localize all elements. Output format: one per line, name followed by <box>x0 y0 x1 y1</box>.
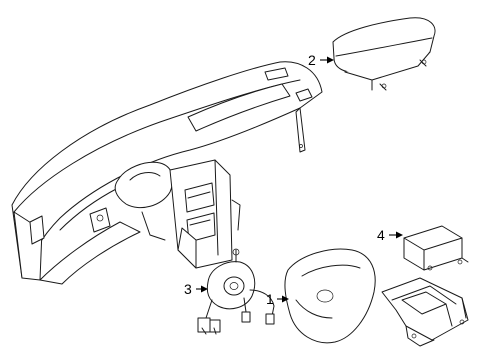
sensor-mounting-bracket <box>381 277 469 347</box>
callout-4-label: 4 <box>377 227 385 243</box>
clock-spring <box>197 248 275 335</box>
airbag-sensor-unit <box>403 225 469 271</box>
callout-1-label: 1 <box>266 291 274 307</box>
callout-3-label: 3 <box>184 281 192 297</box>
passenger-airbag-module <box>332 17 436 91</box>
callout-4: 4 <box>377 227 403 243</box>
callout-2-label: 2 <box>308 52 316 68</box>
callout-1: 1 <box>266 291 289 307</box>
callout-2: 2 <box>308 52 334 68</box>
callouts: 2 4 3 1 <box>184 52 403 307</box>
instrument-panel <box>11 61 323 285</box>
driver-airbag <box>284 248 376 344</box>
callout-3: 3 <box>184 281 208 297</box>
